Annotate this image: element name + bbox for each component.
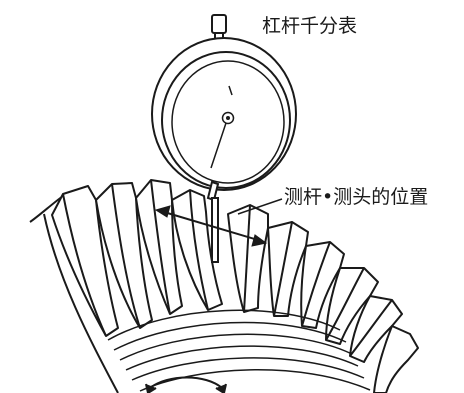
dial-hub-inner	[226, 116, 230, 120]
gear-tooth-face	[62, 193, 107, 337]
probe-arrowhead-left	[154, 205, 171, 218]
gear-body-left	[43, 213, 119, 393]
probe-movement-arrow	[163, 211, 259, 241]
probe	[154, 197, 268, 263]
leader-lines	[237, 198, 283, 215]
rotation-arrowhead-left	[145, 383, 157, 393]
dial-tick	[228, 85, 233, 96]
rotation-arrowhead-right	[215, 383, 227, 393]
gear-tooth-face	[325, 267, 365, 341]
probe-arrowhead-right	[251, 234, 268, 247]
gear-face-line	[119, 333, 353, 361]
probe-rod	[211, 197, 219, 263]
gear-tooth	[95, 182, 153, 329]
dial-knob	[211, 14, 227, 34]
dial-gauge-label: 杠杆千分表	[262, 15, 358, 37]
gear-face-line	[113, 321, 347, 351]
rotation-arrow	[145, 376, 227, 393]
gear	[29, 179, 419, 393]
gear-tooth-face	[349, 299, 393, 357]
rotation-arc	[149, 376, 223, 389]
gear-tooth-face	[189, 189, 209, 311]
gear-tooth-face	[111, 183, 141, 329]
dial-indicator	[151, 14, 297, 202]
gear-tooth-face	[273, 221, 293, 317]
probe-position-label: 测杆•测头的位置	[284, 186, 429, 208]
gear-tooth-face	[150, 179, 171, 315]
dial-needle	[210, 122, 227, 169]
gear-face-line	[107, 309, 341, 341]
gear-face-line	[131, 357, 365, 381]
gear-face-line	[139, 369, 371, 392]
probe-leader-line	[237, 198, 283, 215]
gear-face-line	[125, 345, 359, 371]
gear-tooth-face	[243, 204, 251, 313]
